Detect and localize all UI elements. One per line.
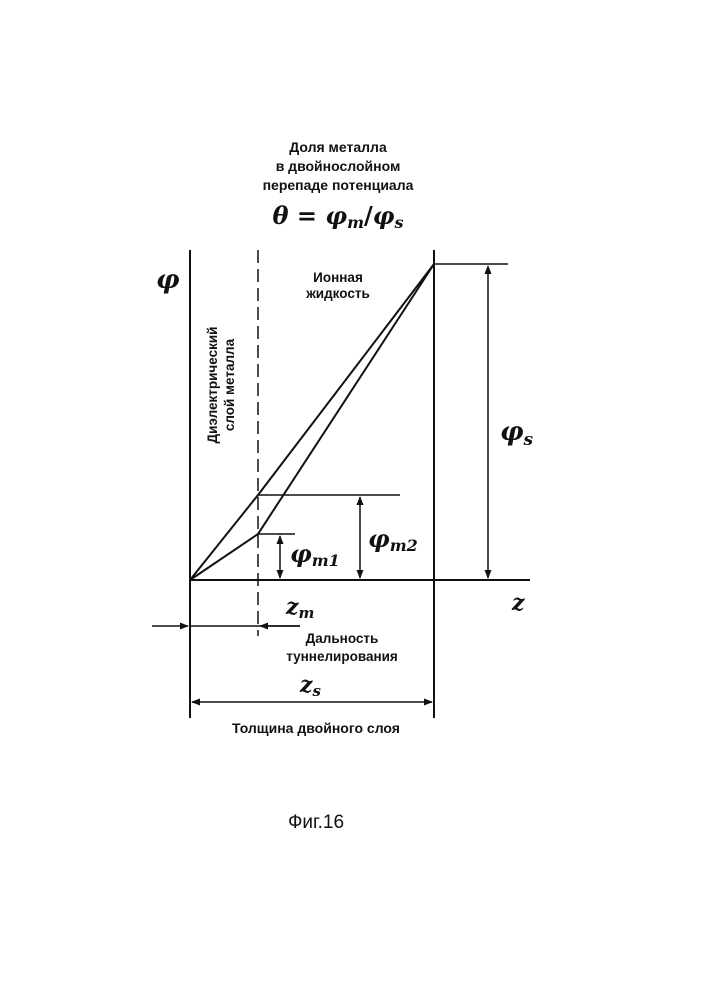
phi-s-symbol: φ [500,417,524,447]
title-line-2: в двойнослойном [276,158,401,174]
y-axis-symbol: φ [156,265,180,295]
dielectric-label-2: слой металла [222,338,237,431]
x-axis-symbol: z [511,590,525,616]
z-m-subscript: m [299,604,315,622]
phi-m2-subscript: m2 [390,536,418,555]
ionic-liquid-label-1: Ионная [313,270,363,285]
formula-sub-m: m [347,213,364,232]
formula-theta: θ [273,201,289,230]
formula-phi-m: φ [325,201,347,230]
phi-m2-symbol: φ [368,524,390,553]
z-m-symbol: z [285,594,299,620]
tunneling-label-2: туннелирования [286,649,398,664]
tunneling-label-1: Дальность [306,631,379,646]
z-s-subscript: s [313,682,322,700]
z-s-symbol: z [299,672,313,698]
dielectric-label-1: Диэлектрический [205,327,220,444]
formula-slash: / [364,201,373,230]
phi-s-label: φs [500,417,534,450]
z-s-label: zs [299,672,322,700]
formula-phi-s: φ [373,201,395,230]
phi-m1-label: φm1 [290,539,340,570]
ionic-liquid-label-2: жидкость [305,286,370,301]
title-line-3: перепаде потенциала [263,177,414,193]
phi-m1-symbol: φ [290,539,312,568]
formula-sub-s: s [393,213,403,232]
dielectric-layer-label: Диэлектрический слой металла [205,327,237,444]
title-line-1: Доля металла [289,139,387,155]
formula-equals: = [289,201,326,230]
z-m-label: zm [285,594,314,622]
phi-m1-subscript: m1 [312,551,340,570]
thickness-label: Толщина двойного слоя [232,720,400,736]
phi-m2-label: φm2 [368,524,418,555]
title-formula: θ = φm/φs [273,201,404,232]
phi-s-subscript: s [523,430,534,450]
figure-caption: Фиг.16 [288,812,344,833]
